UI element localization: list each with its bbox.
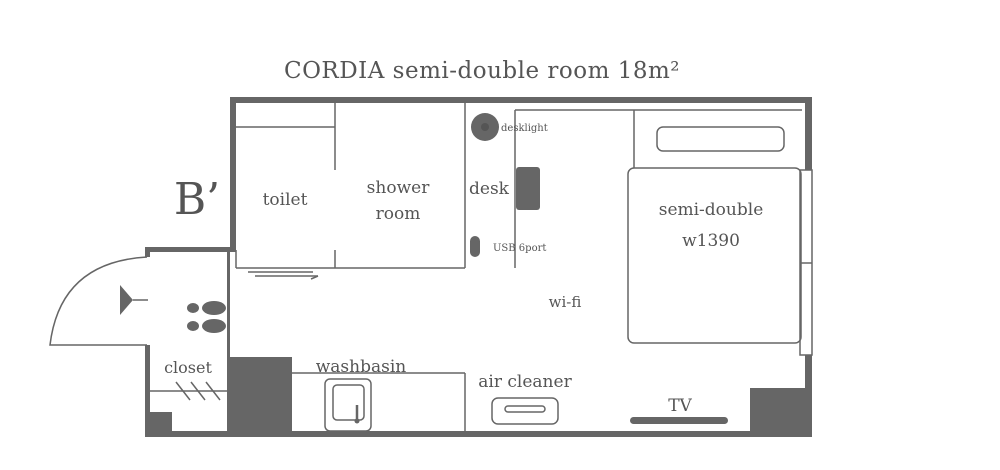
shower-label-line1: shower [367,178,431,198]
desk-chair [516,167,540,210]
entry-arrow-icon [120,285,133,315]
washbasin [292,372,466,432]
closet-label: closet [164,358,212,377]
desklight-label: desklight [501,123,548,134]
air-cleaner [491,397,559,425]
sliding-door [248,271,319,280]
bed [627,167,802,344]
usb-label: USB 6port [493,243,546,254]
bed-label-line2: w1390 [682,231,740,251]
footprints-icon [187,301,226,333]
tv-label: TV [668,396,692,416]
plan-title: CORDIA semi-double room 18m² [284,58,680,84]
closet [150,381,227,401]
air-cleaner-label: air cleaner [478,372,572,392]
toilet-label: toilet [263,190,308,210]
interior-partitions [235,103,802,269]
entry-door [49,256,148,346]
room-code: B’ [174,174,220,225]
desk-label: desk [469,179,510,199]
window [799,169,813,356]
bed-label-line1: semi-double [659,200,764,220]
washbasin-label: washbasin [316,357,407,377]
usb-port-icon [470,236,480,257]
pillow [656,126,785,152]
shower-label-line2: room [376,204,421,224]
tv [630,417,728,424]
outer-walls [145,97,812,437]
wifi-label: wi-fi [549,293,582,311]
